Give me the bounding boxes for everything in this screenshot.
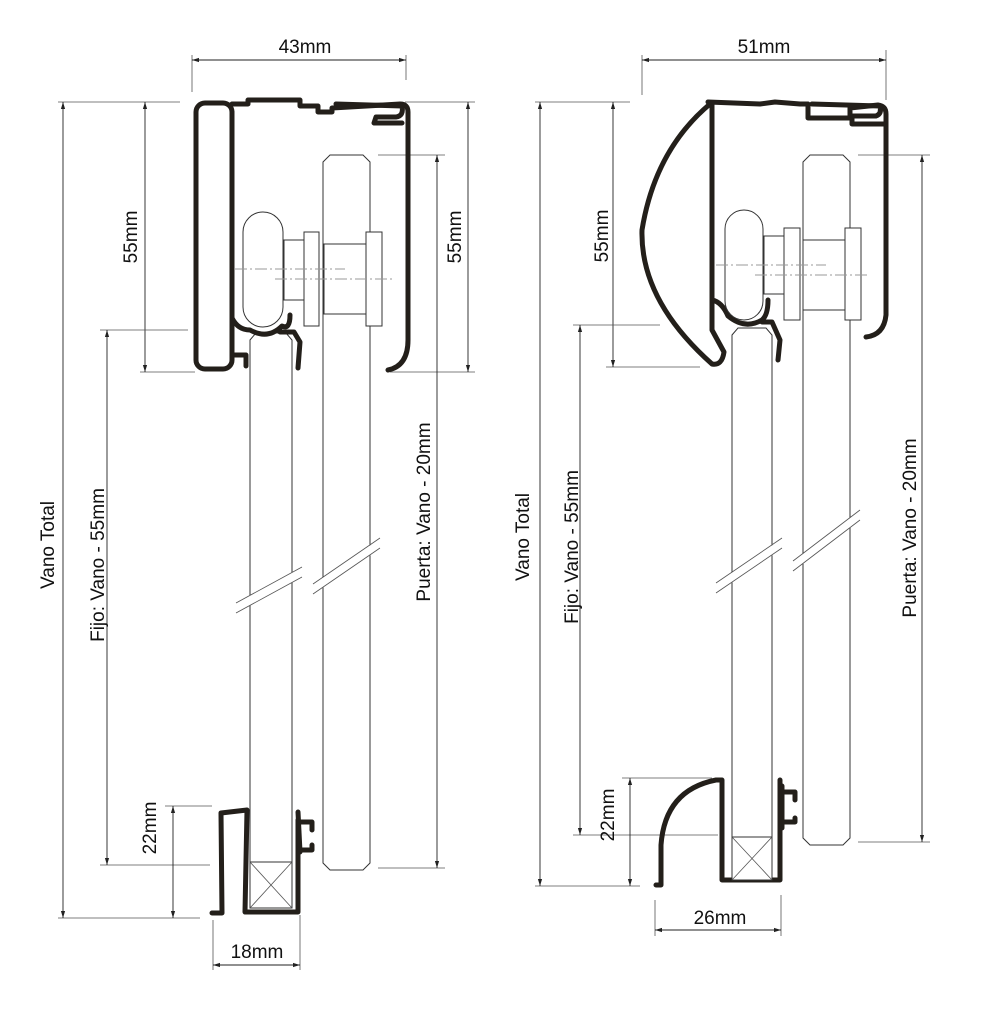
right-total-label: Vano Total	[513, 493, 534, 581]
left-top-left-dimension: 55mm	[121, 102, 195, 373]
left-door-label: Puerta: Vano - 20mm	[414, 422, 435, 601]
left-top-left-label: 55mm	[121, 211, 142, 264]
left-total-dimension: Vano Total	[38, 101, 200, 919]
left-roller-assembly	[235, 211, 392, 328]
left-top-frame-profile	[193, 97, 411, 373]
left-door-dimension: Puerta: Vano - 20mm	[378, 154, 445, 869]
right-door-panel	[802, 154, 851, 846]
right-top-frame-profile	[639, 99, 889, 367]
left-width-dimension: 43mm	[191, 37, 407, 92]
right-bottom-width-dimension: 26mm	[654, 895, 782, 936]
right-top-left-label: 55mm	[592, 210, 613, 263]
left-system: 43mm Vano Total 55mm Fijo: Vano - 55mm 2…	[38, 37, 475, 970]
left-width-label: 43mm	[279, 37, 332, 58]
right-total-dimension: Vano Total	[513, 101, 640, 887]
right-top-left-dimension: 55mm	[592, 102, 700, 368]
left-fixed-label: Fijo: Vano - 55mm	[88, 488, 109, 642]
right-break-marks	[715, 509, 861, 594]
left-bottom-width-dimension: 18mm	[212, 915, 301, 970]
left-break-marks	[235, 537, 381, 614]
right-door-dimension: Puerta: Vano - 20mm	[858, 154, 930, 843]
right-bottom-width-label: 26mm	[694, 908, 747, 929]
right-bottom-height-dimension: 22mm	[598, 777, 712, 886]
right-system: 51mm Vano Total 55mm Fijo: Vano - 55mm 2…	[513, 37, 930, 936]
left-bottom-height-label: 22mm	[140, 802, 161, 855]
right-width-dimension: 51mm	[641, 37, 887, 100]
left-fixed-dimension: Fijo: Vano - 55mm	[88, 329, 210, 866]
right-fixed-label: Fijo: Vano - 55mm	[562, 470, 583, 624]
right-door-label: Puerta: Vano - 20mm	[900, 438, 921, 617]
left-total-label: Vano Total	[38, 501, 59, 589]
left-top-right-dimension: 55mm	[390, 101, 475, 373]
right-bottom-height-label: 22mm	[598, 789, 619, 842]
right-fixed-dimension: Fijo: Vano - 55mm	[562, 324, 718, 836]
right-roller-assembly	[716, 209, 870, 321]
right-fixed-glass	[731, 327, 773, 839]
left-door-panel	[322, 154, 371, 871]
left-bottom-channel-profile	[209, 807, 315, 916]
left-bottom-height-dimension: 22mm	[140, 802, 212, 918]
right-bottom-channel-profile	[653, 777, 798, 888]
right-width-label: 51mm	[738, 37, 791, 58]
left-bottom-width-label: 18mm	[231, 942, 284, 963]
left-top-right-label: 55mm	[445, 211, 466, 264]
